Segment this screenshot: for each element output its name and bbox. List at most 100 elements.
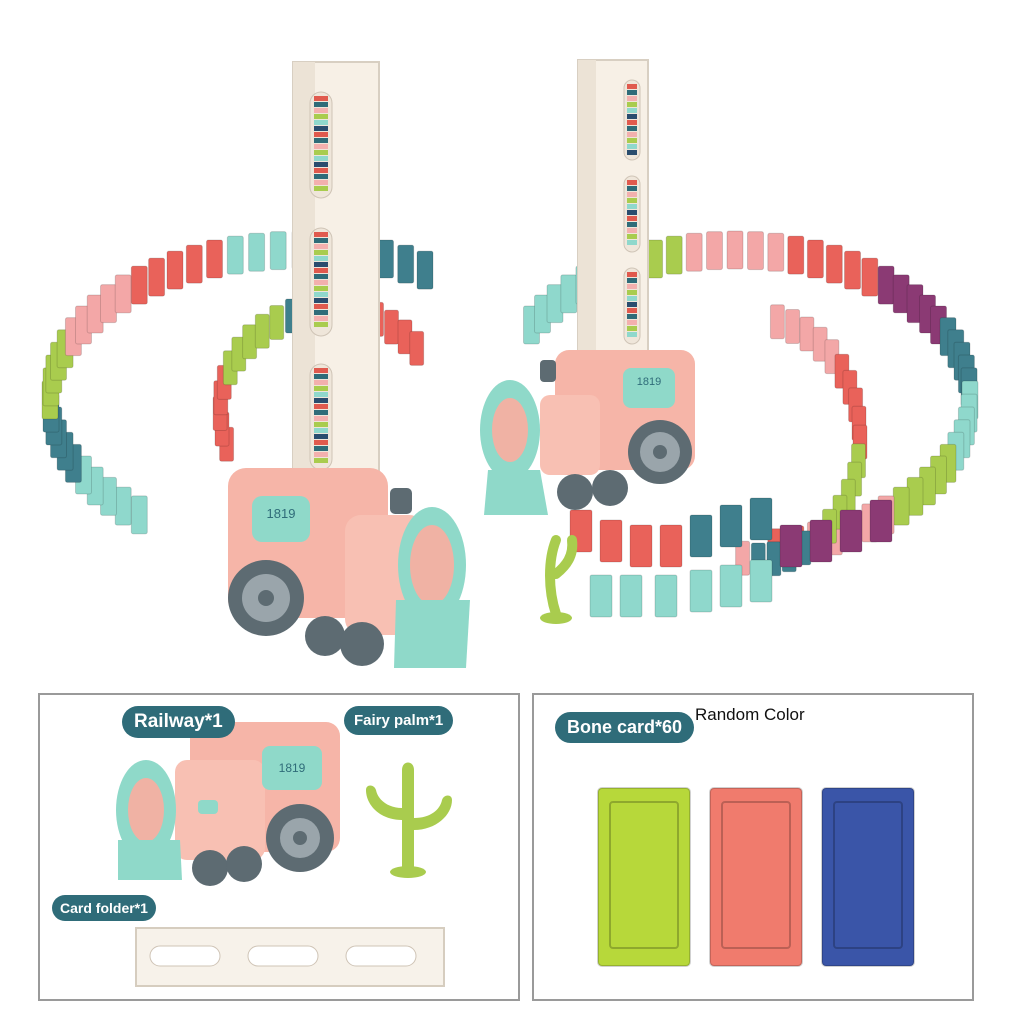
- domino-tile: [397, 244, 415, 284]
- back-domino-train: 1819: [480, 350, 695, 515]
- tower-domino-stripe: [314, 422, 328, 427]
- tower-domino-stripe: [314, 434, 328, 439]
- domino-tile: [839, 509, 863, 553]
- domino-tile: [809, 519, 833, 563]
- tower-domino-stripe: [627, 210, 637, 215]
- domino-tile: [384, 309, 399, 345]
- tower-domino-stripe: [627, 138, 637, 143]
- domino-tile: [749, 497, 773, 541]
- tower-domino-stripe: [314, 250, 328, 255]
- tower-domino-stripe: [627, 144, 637, 149]
- tower-domino-stripe: [627, 150, 637, 155]
- domino-tile: [130, 265, 148, 305]
- domino-tile: [747, 231, 764, 271]
- hero-product-scene: 1819 1819: [41, 59, 979, 668]
- domino-tile: [799, 316, 815, 352]
- tower-domino-stripe: [627, 114, 637, 119]
- bone-card-label: Bone card*60: [555, 712, 695, 743]
- tower-domino-stripe: [627, 228, 637, 233]
- left-domino-tower: [292, 61, 380, 503]
- domino-tile: [769, 304, 785, 340]
- domino-tile: [767, 232, 785, 272]
- domino-tile: [166, 250, 184, 290]
- tower-domino-stripe: [314, 280, 328, 285]
- railway-label: Railway*1: [122, 706, 235, 738]
- domino-tile: [589, 574, 613, 618]
- domino-tile: [619, 574, 643, 618]
- tower-domino-stripe: [314, 274, 328, 279]
- domino-tile: [719, 504, 743, 548]
- tower-domino-stripe: [627, 192, 637, 197]
- tower-domino-stripe: [314, 132, 328, 137]
- tower-domino-stripe: [627, 284, 637, 289]
- tower-domino-stripe: [314, 316, 328, 321]
- tower-domino-stripe: [314, 238, 328, 243]
- front-train-plate: 1819: [267, 506, 296, 521]
- tower-domino-stripe: [314, 114, 328, 119]
- tower-domino-stripe: [314, 102, 328, 107]
- tower-domino-stripe: [314, 374, 328, 379]
- back-train-plate: 1819: [637, 376, 661, 388]
- tower-domino-stripe: [627, 204, 637, 209]
- tower-domino-stripe: [314, 168, 328, 173]
- tower-domino-stripe: [314, 156, 328, 161]
- tower-domino-stripe: [627, 90, 637, 95]
- tower-domino-stripe: [627, 186, 637, 191]
- scene-cactus: [540, 535, 578, 624]
- domino-tile: [787, 235, 805, 275]
- domino-tile: [130, 495, 148, 535]
- tower-domino-stripe: [627, 314, 637, 319]
- tower-domino-stripe: [627, 240, 637, 245]
- domino-tile: [114, 486, 132, 526]
- tower-domino-stripe: [314, 410, 328, 415]
- domino-tile: [416, 250, 434, 290]
- tower-domino-stripe: [627, 96, 637, 101]
- tower-domino-stripe: [627, 272, 637, 277]
- domino-tile: [877, 265, 895, 305]
- domino-tile: [659, 524, 683, 568]
- domino-tile: [654, 574, 678, 618]
- tower-domino-stripe: [627, 132, 637, 137]
- fairy-palm-label: Fairy palm*1: [344, 706, 454, 735]
- package-contents-panel: [38, 693, 520, 1001]
- tower-domino-stripe: [314, 386, 328, 391]
- tower-domino-stripe: [627, 126, 637, 131]
- tower-domino-stripe: [314, 446, 328, 451]
- random-color-note: Random Color: [695, 705, 805, 724]
- tower-domino-stripe: [314, 96, 328, 101]
- tower-domino-stripe: [314, 368, 328, 373]
- tower-domino-stripe: [627, 216, 637, 221]
- domino-tile: [269, 231, 287, 271]
- domino-tile: [726, 230, 744, 270]
- tower-domino-stripe: [314, 174, 328, 179]
- domino-tile: [869, 499, 893, 543]
- front-domino-train: 1819: [228, 468, 470, 668]
- domino-tile: [629, 524, 653, 568]
- domino-tile: [689, 569, 713, 613]
- tower-domino-stripe: [314, 180, 328, 185]
- tower-domino-stripe: [314, 392, 328, 397]
- tower-domino-stripe: [314, 310, 328, 315]
- domino-tile: [409, 330, 425, 366]
- domino-tile: [861, 257, 879, 297]
- tower-domino-stripe: [627, 120, 637, 125]
- domino-tile: [844, 250, 861, 290]
- tower-domino-stripe: [314, 108, 328, 113]
- tower-domino-stripe: [314, 286, 328, 291]
- domino-tile: [689, 514, 713, 558]
- domino-tile: [785, 309, 801, 344]
- tower-domino-stripe: [314, 244, 328, 249]
- tower-domino-stripe: [627, 320, 637, 325]
- tower-domino-stripe: [314, 126, 328, 131]
- domino-tile: [254, 313, 270, 349]
- tower-domino-stripe: [627, 222, 637, 227]
- tower-domino-stripe: [314, 186, 328, 191]
- tower-domino-stripe: [627, 234, 637, 239]
- tower-domino-stripe: [314, 268, 328, 273]
- domino-tile: [248, 232, 266, 272]
- tower-domino-stripe: [627, 198, 637, 203]
- domino-tile: [665, 235, 683, 275]
- tower-domino-stripe: [627, 108, 637, 113]
- tower-domino-stripe: [627, 290, 637, 295]
- domino-tile: [706, 231, 723, 271]
